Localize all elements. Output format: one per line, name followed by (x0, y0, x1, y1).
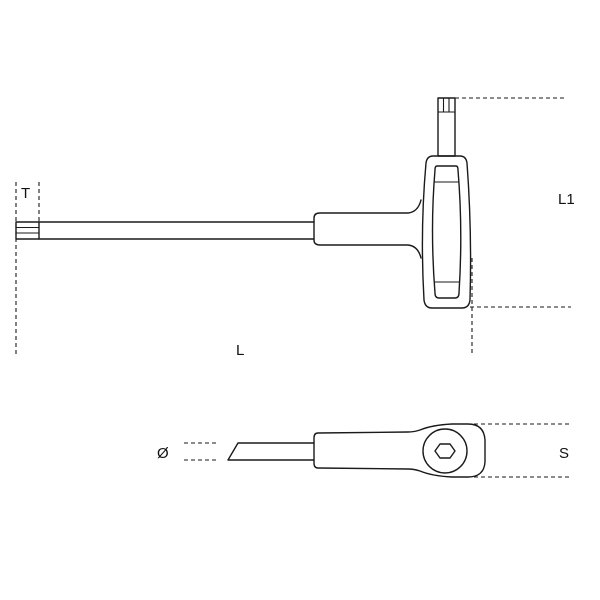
t-handle-outer (421, 155, 472, 309)
hex-tip-top (437, 97, 456, 157)
dimension-label-l1: L1 (558, 191, 575, 208)
hex-tip-left (15, 221, 40, 240)
hex-socket-icon (434, 443, 456, 459)
side-view: T L1 L (15, 97, 575, 359)
t-handle-grip (431, 165, 462, 299)
shaft (38, 221, 315, 240)
handle-top-view (313, 423, 486, 478)
dimension-label-s: S (559, 445, 569, 462)
dimension-label-l: L (236, 342, 244, 359)
top-view: Ø S (157, 423, 572, 478)
dimension-label-diameter: Ø (157, 445, 169, 462)
handle-stem (313, 199, 422, 259)
socket-ring (422, 428, 468, 474)
dimension-label-t: T (21, 185, 30, 202)
shaft-top-view (227, 442, 315, 461)
